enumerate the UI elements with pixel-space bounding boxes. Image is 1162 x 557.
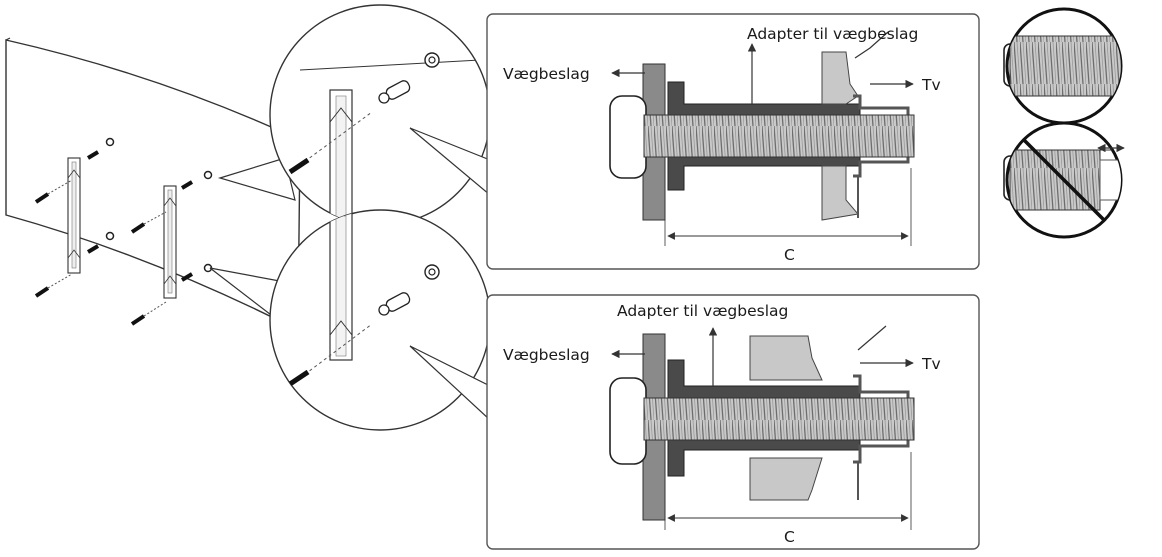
- screw-correct-icon: [1003, 7, 1123, 125]
- tv-label: Tv: [921, 355, 941, 373]
- screw: [86, 150, 100, 160]
- tv-panel-lower: [749, 457, 823, 501]
- screw: [180, 180, 194, 190]
- zoom-circle-top: [269, 4, 491, 226]
- screw-incorrect-icon: [1003, 121, 1125, 239]
- screw: [34, 273, 73, 298]
- adapter-label: Adapter til vægbeslag: [617, 302, 788, 320]
- screw-cross-section: [609, 95, 915, 179]
- screw: [130, 301, 167, 326]
- tv-panel-upper: [749, 335, 823, 381]
- wall-bracket-label: Vægbeslag: [503, 346, 590, 364]
- tv-label: Tv: [921, 76, 941, 94]
- screw: [86, 244, 100, 254]
- detail-panel-top: Adapter til vægbeslag Vægbeslag Tv C: [486, 13, 980, 270]
- screw: [130, 211, 167, 234]
- dimension-c-label: C: [784, 246, 795, 264]
- tv-bracket-left: [67, 157, 81, 274]
- tv-bracket-right: [163, 185, 177, 299]
- screw-cross-section: [609, 377, 915, 465]
- dimension-c-label: C: [784, 528, 795, 546]
- detail-panel-bottom: Adapter til vægbeslag Vægbeslag Tv C: [486, 294, 980, 550]
- screw: [34, 179, 73, 204]
- wall-bracket-label: Vægbeslag: [503, 65, 590, 83]
- tv-back-illustration: [5, 37, 301, 332]
- tv-panel-lower: [821, 165, 859, 221]
- tv-screw-set: [34, 137, 213, 326]
- screw: [180, 272, 194, 282]
- adapter-label: Adapter til vægbeslag: [747, 25, 918, 43]
- zoom-circle-bottom: [269, 209, 491, 431]
